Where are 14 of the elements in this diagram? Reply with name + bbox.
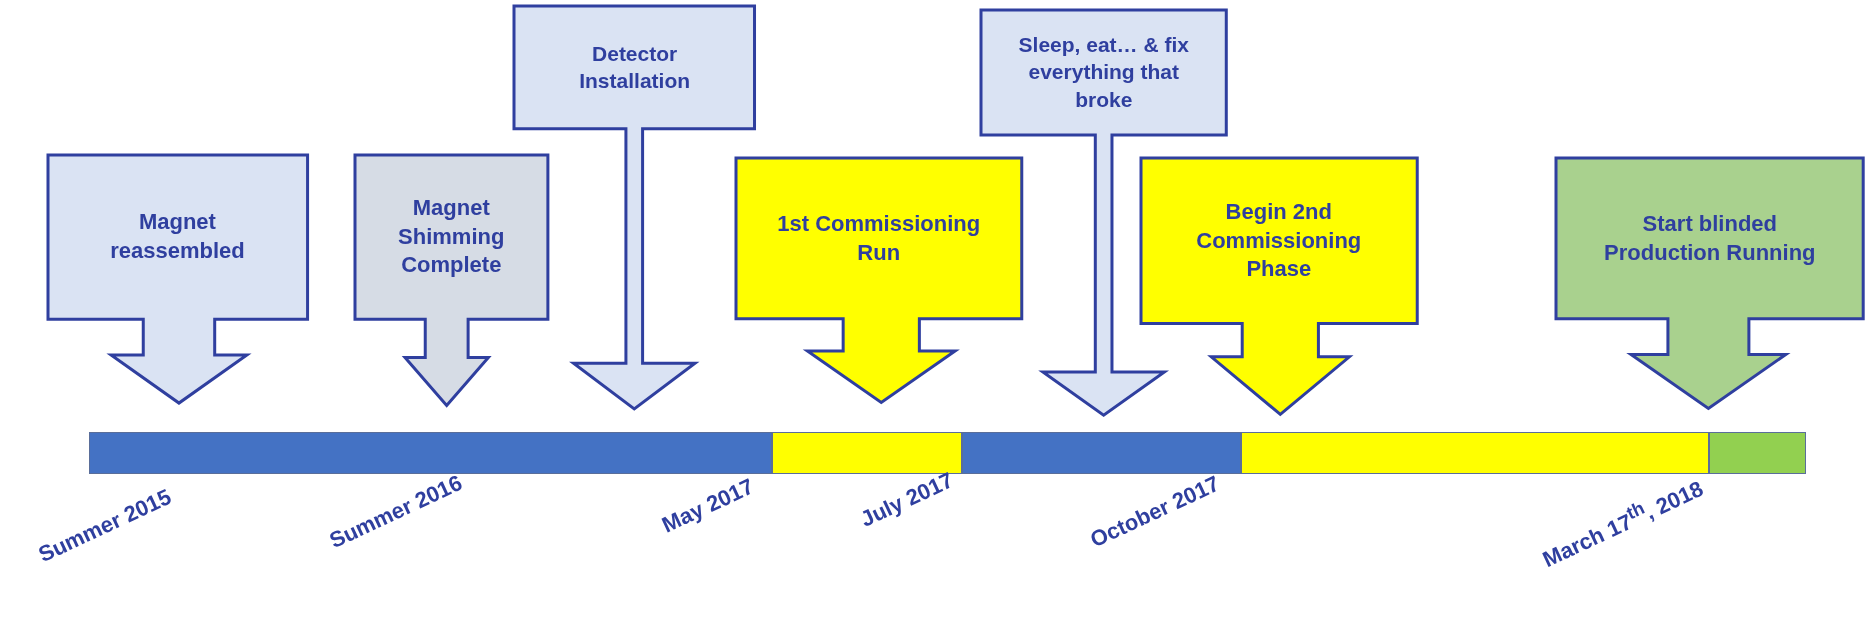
date-label: May 2017 [658,473,759,539]
timeline-segment [771,432,963,474]
timeline-segment [962,432,1241,474]
timeline-segment [89,432,772,474]
callout-label: Begin 2nd Commissioning Phase [1195,198,1363,284]
date-label: July 2017 [856,467,958,533]
callout-label: Sleep, eat… & fix everything that broke [1017,32,1190,113]
timeline-segment [1240,432,1709,474]
callout-label: 1st Commissioning Run [776,210,982,267]
callout-label: Magnet Shimming Complete [397,194,506,280]
timeline-segment [1708,432,1807,474]
callout-label: Detector Installation [578,40,692,95]
callout-label: Start blinded Production Running [1603,210,1817,267]
callout-label: Magnet reassembled [109,208,246,265]
